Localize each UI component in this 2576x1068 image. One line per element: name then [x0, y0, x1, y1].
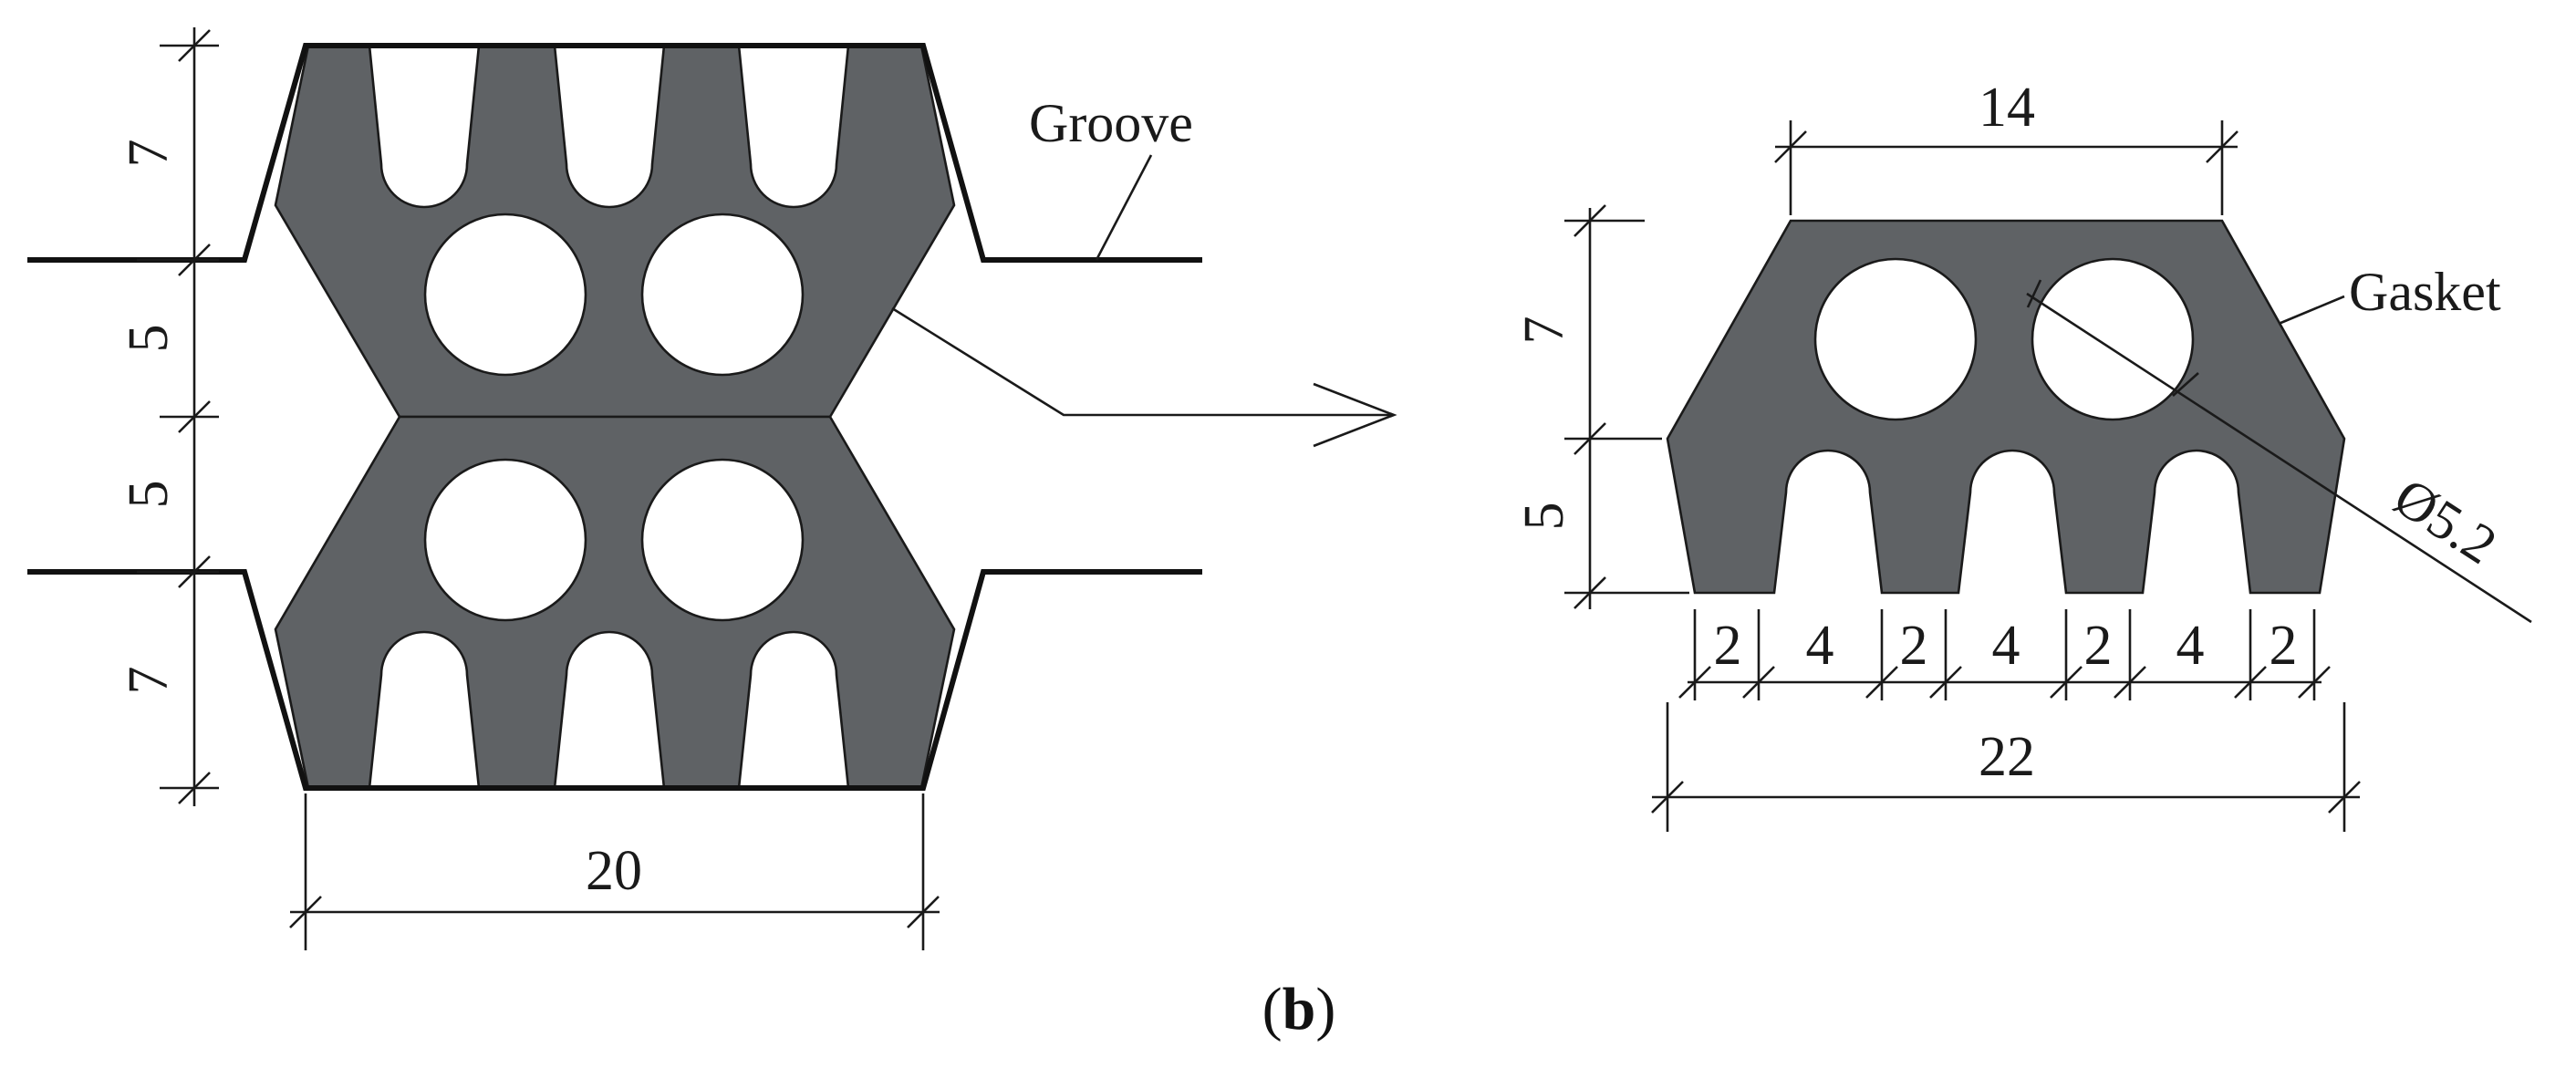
left-width-dimension: 20 [289, 793, 940, 950]
lower-gasket-hole-left [423, 458, 587, 622]
right-top-dimension: 14 [1774, 77, 2238, 215]
dim-right-height-upper: 7 [1513, 316, 1575, 345]
caption-close: ) [1315, 976, 1335, 1042]
left-view: 7 5 5 7 20 Groove [27, 27, 1397, 950]
dim-segment-6: 4 [2176, 615, 2205, 677]
dim-left-bottom-height: 7 [118, 667, 180, 695]
groove-leader [1095, 154, 1153, 261]
dim-right-height-lower: 5 [1513, 503, 1575, 531]
figure-caption: (b) [1262, 976, 1336, 1042]
detail-hole-right [2031, 257, 2195, 421]
right-vertical-dimension: 7 5 [1513, 204, 1689, 609]
gasket-leader [2278, 295, 2345, 326]
detail-gasket-body [1666, 219, 2346, 595]
gasket-label: Gasket [2349, 262, 2501, 322]
dim-right-bottom-width: 22 [1979, 726, 2035, 788]
dim-left-upper-mid: 5 [118, 325, 180, 353]
dim-segment-1: 2 [1714, 615, 1742, 677]
right-view: Ø5.2 Gasket 14 7 5 [1513, 77, 2532, 832]
dim-segment-3: 2 [1900, 615, 1928, 677]
detail-hole-left [1813, 257, 1978, 421]
right-segment-dimension: 2 4 2 4 2 4 2 [1678, 609, 2331, 700]
dim-segment-2: 4 [1806, 615, 1834, 677]
caption-letter: b [1283, 976, 1316, 1042]
dim-segment-4: 4 [1992, 615, 2020, 677]
diameter-leader [2026, 292, 2532, 624]
dim-segment-7: 2 [2270, 615, 2298, 677]
caption-open: ( [1262, 976, 1283, 1042]
lower-gasket-hole-right [640, 458, 805, 622]
dim-right-top-width: 14 [1979, 77, 2035, 139]
dim-left-width: 20 [586, 840, 642, 902]
left-vertical-dimension: 7 5 5 7 [118, 27, 219, 806]
groove-label: Groove [1029, 93, 1193, 153]
dim-segment-5: 2 [2084, 615, 2113, 677]
detail-arrow [891, 306, 1397, 448]
dim-left-top-height: 7 [118, 140, 180, 168]
right-bottom-dimension: 22 [1651, 702, 2361, 832]
lower-gasket-body [274, 415, 956, 790]
upper-gasket-hole-right [640, 213, 805, 377]
upper-gasket-body [274, 44, 956, 419]
diameter-label: Ø5.2 [2384, 466, 2507, 575]
dim-left-lower-mid: 5 [118, 481, 180, 509]
upper-gasket-hole-left [423, 213, 587, 377]
